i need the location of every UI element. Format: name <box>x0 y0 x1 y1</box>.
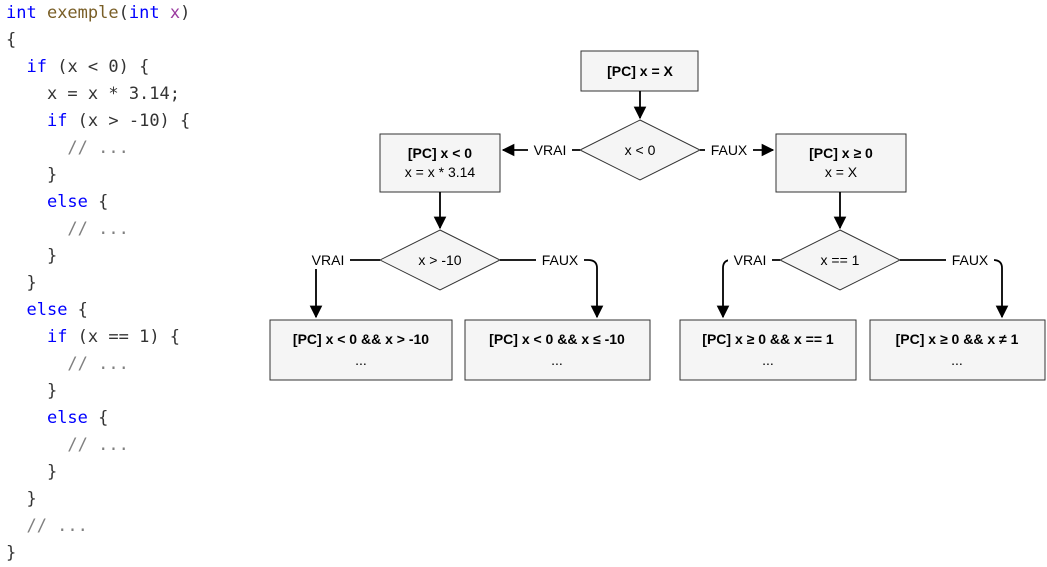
code-token: if <box>46 327 68 347</box>
edge-label-cond3-true: VRAI <box>734 252 767 268</box>
code-line: } <box>0 540 190 567</box>
left-node <box>379 133 501 193</box>
decision-3-label: x == 1 <box>821 252 860 268</box>
code-token: // ... <box>6 354 129 374</box>
code-token: { <box>87 192 109 212</box>
code-line: } <box>0 378 190 405</box>
leaf-node-1 <box>269 319 453 381</box>
decision-2-label: x > -10 <box>418 252 461 268</box>
root-node <box>580 50 699 92</box>
code-token: } <box>6 543 17 563</box>
code-token: // ... <box>6 138 129 158</box>
code-token: exemple <box>46 3 119 23</box>
code-token: (x < 0) { <box>46 57 150 77</box>
code-token: // ... <box>6 435 129 455</box>
code-line: // ... <box>0 351 190 378</box>
code-token: (x == 1) { <box>67 327 181 347</box>
leaf-node-3 <box>679 319 857 381</box>
code-line: } <box>0 243 190 270</box>
decision-3 <box>778 229 902 291</box>
decision-1-label: x < 0 <box>625 142 656 158</box>
code-token: if <box>46 111 68 131</box>
code-token: } <box>6 273 37 293</box>
leaf-1-label: ... <box>355 352 367 368</box>
edge-label-cond1-false: FAUX <box>711 142 748 158</box>
leaf-2-label-bold: [PC] x < 0 && x ≤ -10 <box>489 331 625 347</box>
left-label: x = x * 3.14 <box>405 164 476 180</box>
code-token: else <box>46 408 88 428</box>
code-token: x <box>169 3 181 23</box>
edge-label-cond2-true: VRAI <box>312 252 345 268</box>
leaf-3-label-bold: [PC] x ≥ 0 && x == 1 <box>702 331 834 347</box>
code-token: { <box>6 30 17 50</box>
right-label-bold: [PC] x ≥ 0 <box>809 145 873 161</box>
code-line: if (x == 1) { <box>0 324 190 351</box>
code-line: x = x * 3.14; <box>0 81 190 108</box>
code-line: if (x < 0) { <box>0 54 190 81</box>
code-token: } <box>6 462 58 482</box>
edge-label-cond2-false: FAUX <box>542 252 579 268</box>
code-line: else { <box>0 405 190 432</box>
code-line: else { <box>0 297 190 324</box>
code-token: } <box>6 381 58 401</box>
code-token: else <box>46 192 88 212</box>
decision-1 <box>578 119 702 181</box>
leaf-2-label: ... <box>551 352 563 368</box>
code-token: (x > -10) { <box>67 111 191 131</box>
left-label-bold: [PC] x < 0 <box>408 145 472 161</box>
code-token: int <box>6 3 47 23</box>
decision-2 <box>378 229 502 291</box>
code-line: // ... <box>0 432 190 459</box>
code-listing: int exemple(int x){ if (x < 0) { x = x *… <box>0 0 190 567</box>
code-line: else { <box>0 189 190 216</box>
code-token: { <box>87 408 109 428</box>
code-line: { <box>0 27 190 54</box>
code-token: x = x * 3.14; <box>6 84 180 104</box>
code-token: ) <box>180 3 191 23</box>
code-line: } <box>0 486 190 513</box>
right-node <box>775 133 907 193</box>
root-label: [PC] x = X <box>607 63 673 79</box>
code-line: } <box>0 459 190 486</box>
code-line: } <box>0 162 190 189</box>
leaf-node-4 <box>869 319 1046 381</box>
leaf-4-label: ... <box>951 352 963 368</box>
code-token: int <box>128 3 170 23</box>
code-line: // ... <box>0 135 190 162</box>
leaf-node-2 <box>464 319 651 381</box>
edge-label-cond1-true: VRAI <box>534 142 567 158</box>
code-line: if (x > -10) { <box>0 108 190 135</box>
code-token: else <box>26 300 68 320</box>
code-token: { <box>67 300 88 320</box>
code-line: } <box>0 270 190 297</box>
code-line: int exemple(int x) <box>0 0 190 27</box>
edge-label-cond3-false: FAUX <box>952 252 989 268</box>
edge-cond2-false <box>500 259 604 319</box>
code-token: } <box>6 165 58 185</box>
code-token: if <box>26 57 47 77</box>
code-token: } <box>6 489 37 509</box>
code-token: // ... <box>6 516 88 536</box>
code-token: } <box>6 246 58 266</box>
leaf-1-label-bold: [PC] x < 0 && x > -10 <box>293 331 429 347</box>
leaf-3-label: ... <box>762 352 774 368</box>
right-label: x = X <box>825 164 858 180</box>
code-line: // ... <box>0 513 190 540</box>
leaf-4-label-bold: [PC] x ≥ 0 && x ≠ 1 <box>896 331 1019 347</box>
code-token: ( <box>118 3 129 23</box>
code-token: // ... <box>6 219 129 239</box>
code-line: // ... <box>0 216 190 243</box>
